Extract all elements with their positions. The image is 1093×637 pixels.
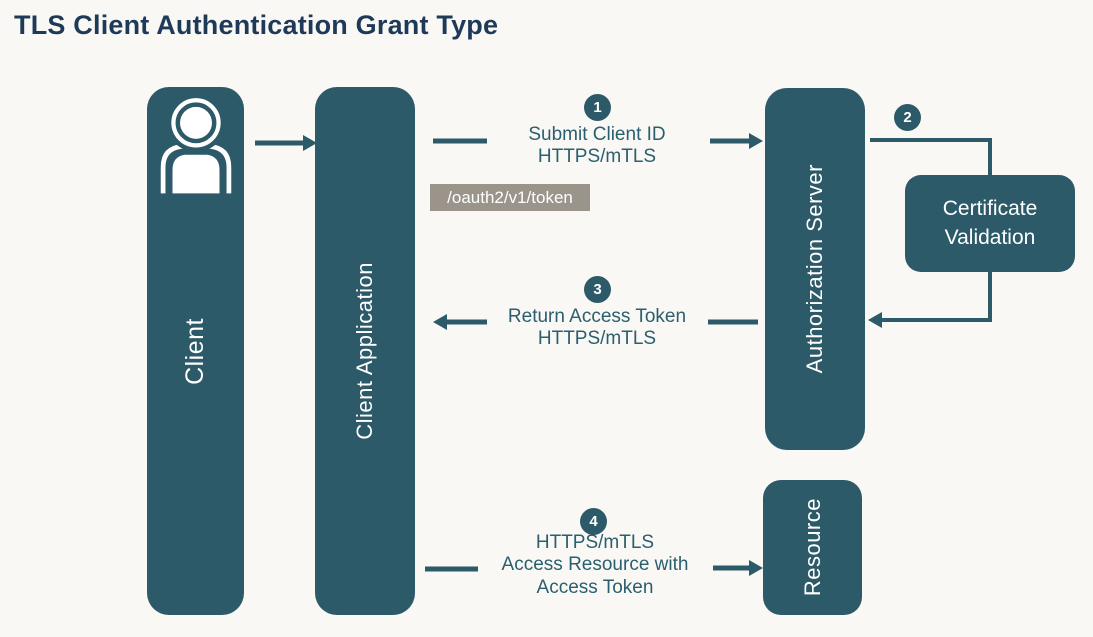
step-1-caption-line1: Submit Client ID [528, 124, 666, 145]
certificate-validation-line1: Certificate [942, 197, 1038, 221]
step-4-caption-line2: Access Resource with [501, 554, 689, 576]
arrow-step4-to-resource [713, 560, 763, 576]
page-title: TLS Client Authentication Grant Type [14, 10, 499, 40]
node-resource: Resource [763, 480, 862, 615]
node-authorization-server: Authorization Server [765, 88, 865, 450]
step-4-caption-line1: HTTPS/mTLS [535, 532, 655, 553]
node-client-application: Client Application [315, 87, 415, 615]
endpoint-path-badge: /oauth2/v1/token [430, 184, 590, 211]
step-1-badge: 1 [584, 94, 611, 121]
person-icon [160, 93, 231, 194]
step-3-badge: 3 [584, 276, 611, 303]
step-2-badge: 2 [894, 104, 921, 131]
step-3-caption-line1: Return Access Token [507, 306, 687, 327]
node-certificate-validation: Certificate Validation [905, 175, 1075, 272]
certificate-validation-line2: Validation [944, 225, 1036, 249]
arrow-step3-to-client-application [433, 314, 487, 330]
step-4-badge: 4 [580, 508, 607, 535]
node-client-label: Client [181, 317, 209, 385]
arrow-step1-to-auth-server [710, 133, 763, 149]
step-4-caption: HTTPS/mTLS Access Resource with Access T… [475, 532, 715, 599]
step-1-caption-line2: HTTPS/mTLS [537, 146, 657, 168]
node-client: Client [147, 87, 244, 615]
arrow-client-to-application [255, 135, 317, 151]
step-3-caption: Return Access Token HTTPS/mTLS [477, 306, 717, 351]
step-3-caption-line2: HTTPS/mTLS [537, 328, 657, 350]
node-client-application-label: Client Application [352, 262, 377, 440]
step-1-caption: Submit Client ID HTTPS/mTLS [477, 124, 717, 169]
step-4-caption-line3: Access Token [536, 576, 654, 598]
node-resource-label: Resource [799, 498, 825, 597]
node-authorization-server-label: Authorization Server [802, 164, 827, 374]
